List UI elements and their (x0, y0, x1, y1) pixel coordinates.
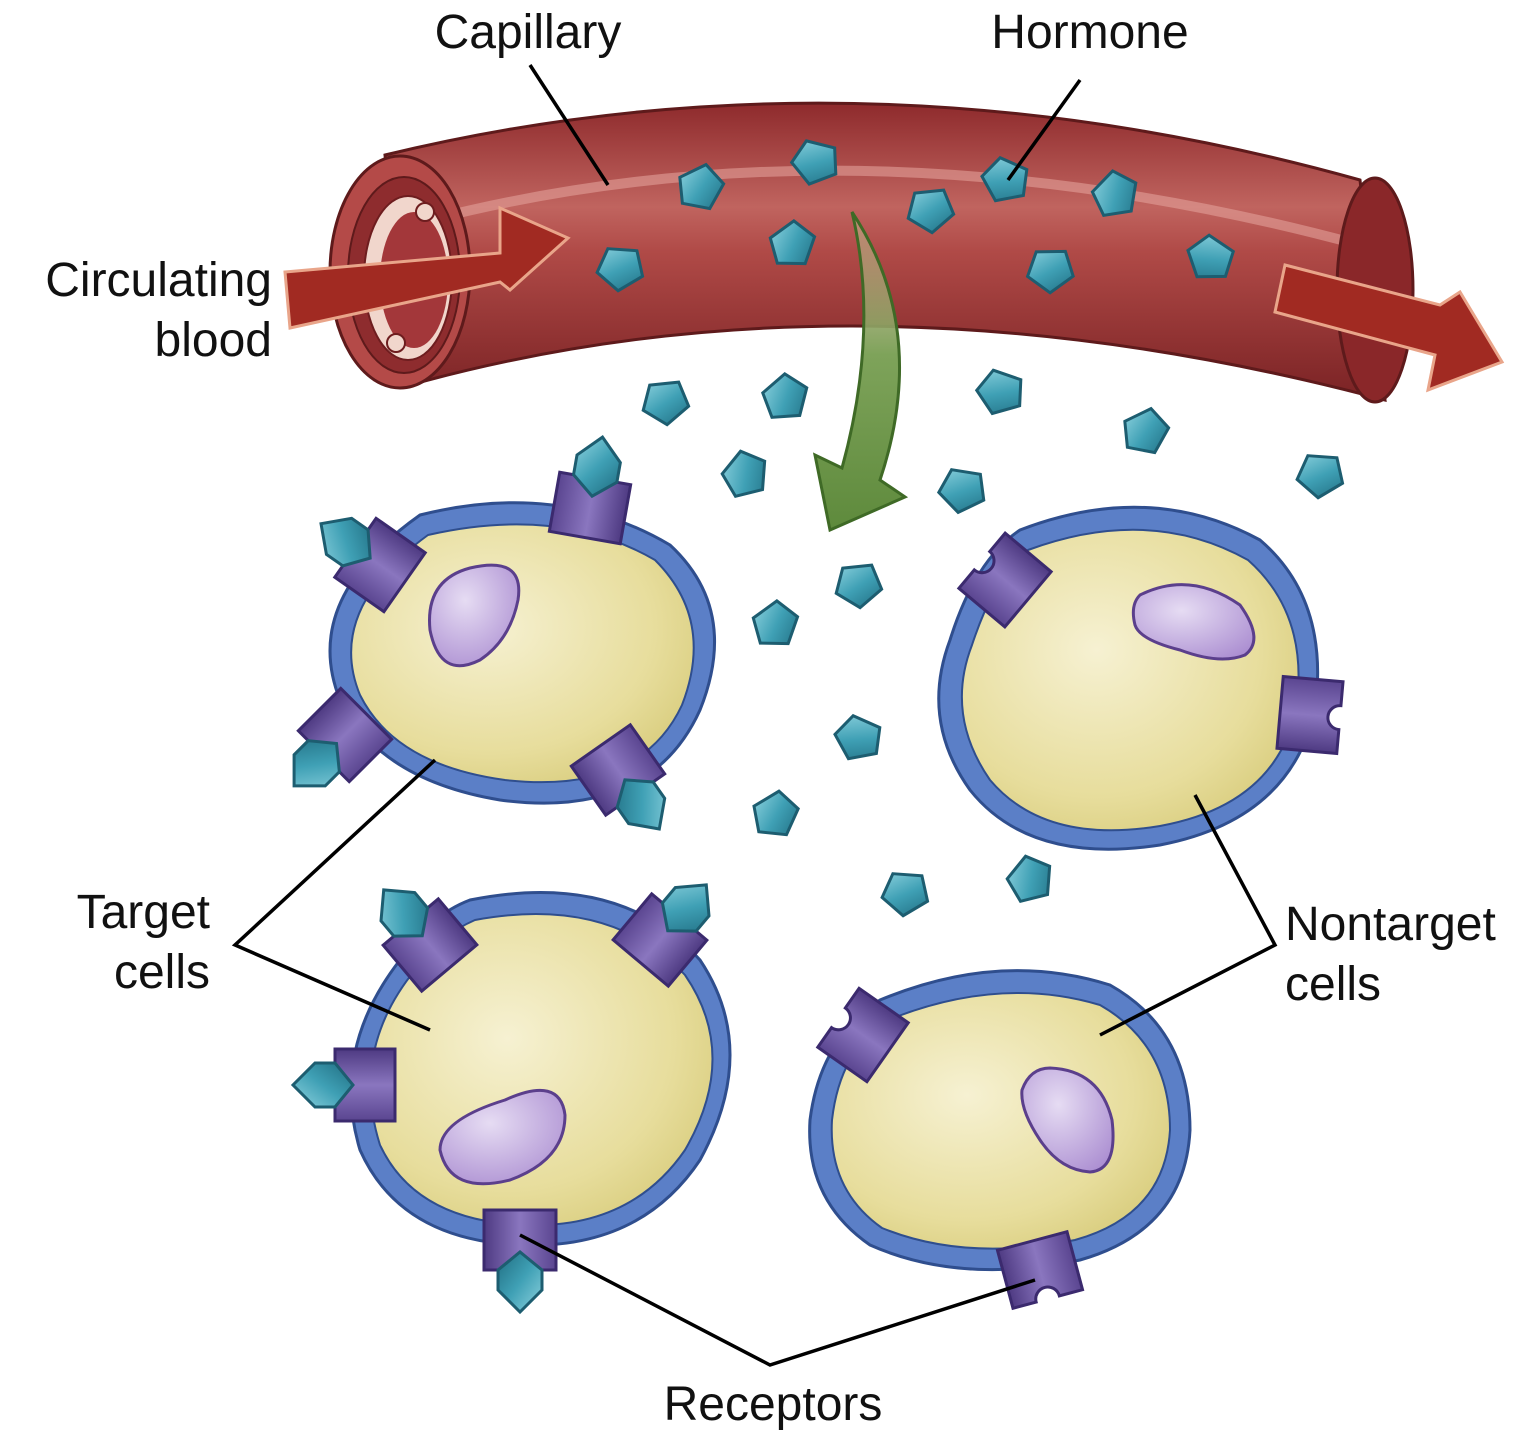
hormone-molecule-icon (833, 713, 882, 761)
nucleus-icon (1131, 583, 1256, 661)
hormone-molecule-icon (974, 368, 1023, 416)
hormone-molecule-icon (678, 162, 726, 211)
target-cell-bottom-left (349, 891, 732, 1247)
bound-receptor-icon (482, 1208, 558, 1315)
bound-receptor-icon (292, 686, 394, 788)
bound-receptor-icon (611, 883, 711, 989)
nontarget-cells-label-line2: cells (1285, 958, 1381, 1011)
target-cell-top-left (328, 501, 717, 805)
hormone-molecule-icon (752, 789, 800, 837)
hormone-molecule-icon (1090, 169, 1138, 218)
hormone-molecule-icon (1123, 406, 1171, 455)
hormone-molecule-icon (720, 449, 767, 499)
nucleus-icon (428, 563, 521, 668)
bound-receptor-icon (290, 1047, 397, 1123)
blood-flow-arrow-out (1273, 263, 1505, 393)
circulating-blood-label-line1: Circulating (45, 254, 272, 307)
hormone-molecule-icon (1295, 454, 1345, 500)
hormone-molecule-icon (906, 188, 956, 235)
receptors-label: Receptors (664, 1378, 883, 1431)
circulating-blood-label-line2: blood (155, 314, 272, 367)
capillary-vessel (328, 101, 1415, 404)
nontarget-cell-bottom-right (808, 969, 1192, 1272)
empty-receptor-icon (815, 986, 911, 1084)
receptors (290, 435, 1345, 1315)
hormone-molecule-icon (595, 247, 645, 293)
empty-receptor-icon (995, 1229, 1085, 1311)
hormone-molecule-icon (1005, 854, 1052, 904)
bound-receptor-icon (319, 516, 428, 614)
hormone-molecule-icon (751, 599, 800, 646)
empty-receptor-icon (956, 531, 1054, 629)
hormone-molecule-icon (768, 219, 817, 266)
blood-flow-arrow-in (283, 205, 571, 330)
hormone-molecule-icon (1186, 233, 1236, 279)
hormone-molecule-icon (760, 371, 809, 419)
capillary-label: Capillary (435, 6, 622, 59)
empty-receptor-icon (1275, 674, 1345, 756)
target-cells-label-line2: cells (114, 946, 210, 999)
leader-lines (231, 64, 1278, 1367)
hormone-molecule-icon (1025, 249, 1075, 295)
hormone-label: Hormone (991, 6, 1188, 59)
bound-receptor-icon (379, 888, 479, 994)
hormone-molecule-icon (834, 563, 884, 610)
hormone-molecule-icon (789, 139, 838, 186)
hormone-molecule-icon (880, 872, 930, 918)
target-cells-label-line1: Target (77, 886, 210, 939)
bound-receptor-icon (547, 435, 633, 546)
diffusion-arrow (812, 211, 909, 533)
nucleus-icon (1020, 1066, 1115, 1174)
hormone-molecule-icon (936, 468, 986, 515)
bound-receptor-icon (569, 722, 667, 831)
hormone-molecule-icon (641, 380, 691, 427)
nucleus-icon (438, 1088, 567, 1186)
nontarget-cells-label-line1: Nontarget (1285, 898, 1496, 951)
